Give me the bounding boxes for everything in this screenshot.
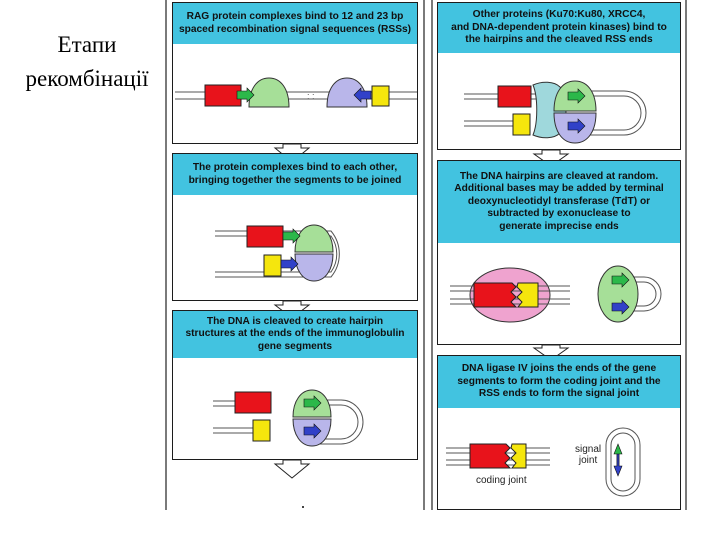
caption-line: the hairpins and the cleaved RSS ends <box>465 34 653 46</box>
caption-line: bringing together the segments to be joi… <box>188 174 402 186</box>
hairpin-cleavage-illustration <box>213 389 364 447</box>
caption-line: deoxynucleotidyl transferase (TdT) or <box>467 195 651 207</box>
caption-line: and DNA-dependent protein kinases) bind … <box>451 21 667 33</box>
other-proteins-illustration <box>464 80 647 144</box>
blue-arrow <box>567 118 586 134</box>
green-arrow <box>236 87 255 103</box>
yellow-gene-segment <box>371 85 390 107</box>
yellow-gene-segment <box>516 282 539 308</box>
rag-binding-illustration: : : <box>175 77 417 108</box>
caption-line: RSS ends to form the signal joint <box>478 388 640 400</box>
caption-line: generate imprecise ends <box>499 220 619 232</box>
signal-joint-loop-inner <box>610 432 636 492</box>
coding-joint-label: coding joint <box>476 475 527 486</box>
signal-joint-label-line: joint <box>578 455 598 466</box>
signal-joint-label-line: signal <box>575 444 602 455</box>
blue-arrow <box>303 423 322 439</box>
red-gene-segment <box>234 391 272 414</box>
green-arrow <box>282 228 301 244</box>
panel-other-proteins: Other proteins (Ku70:Ku80, XRCC4, and DN… <box>437 2 681 150</box>
panel-ligation: DNA ligase IV joins the ends of the gene… <box>437 355 681 510</box>
caption-line: structures at the ends of the immunoglob… <box>185 328 405 340</box>
caption-line: The DNA is cleaved to create hairpin <box>206 315 384 327</box>
caption-other-proteins: Other proteins (Ku70:Ku80, XRCC4, and DN… <box>438 3 680 53</box>
caption-hairpin-opening: The DNA hairpins are cleaved at random. … <box>438 161 680 243</box>
caption-line: gene segments <box>257 340 333 352</box>
green-arrow <box>567 88 586 104</box>
caption-line: subtracted by exonuclease to <box>487 208 631 220</box>
caption-line: DNA ligase IV joins the ends of the gene <box>461 363 657 375</box>
ligation-illustration <box>446 427 641 497</box>
stray-dot <box>302 506 304 508</box>
caption-line: The protein complexes bind to each other… <box>192 162 398 173</box>
coding-joint-red <box>469 443 512 469</box>
caption-line: The DNA hairpins are cleaved at random. <box>459 170 659 182</box>
green-arrow <box>611 272 630 288</box>
yellow-gene-segment <box>252 419 271 442</box>
caption-hairpin-cleavage: The DNA is cleaved to create hairpin str… <box>173 311 417 358</box>
complexes-join-illustration <box>215 224 340 282</box>
panel-hairpin-opening: The DNA hairpins are cleaved at random. … <box>437 160 681 345</box>
red-gene-segment <box>473 282 518 308</box>
caption-line: spaced recombination signal sequences (R… <box>178 23 412 35</box>
panel-complexes-join: The protein complexes bind to each other… <box>172 153 418 301</box>
yellow-gene-segment <box>512 113 531 136</box>
caption-ligation: DNA ligase IV joins the ends of the gene… <box>438 356 680 408</box>
blue-arrow <box>353 87 372 103</box>
slide-title-line-2: рекомбінації <box>25 66 149 91</box>
caption-line: Other proteins (Ku70:Ku80, XRCC4, <box>472 9 646 21</box>
hairpin-opening-illustration <box>450 265 662 323</box>
blue-arrow <box>280 256 299 272</box>
red-gene-segment <box>497 85 532 108</box>
caption-line: segments to form the coding joint and th… <box>457 375 661 387</box>
panel-hairpin-cleavage: The DNA is cleaved to create hairpin str… <box>172 310 418 460</box>
slide-title-line-1: Етапи <box>57 32 117 57</box>
coding-joint-yellow <box>510 443 527 469</box>
signal-joint-label: signal joint <box>575 444 601 466</box>
caption-line: Additional bases may be added by termina… <box>454 183 664 195</box>
caption-line: RAG protein complexes bind to 12 and 23 … <box>186 11 404 22</box>
blue-rag-complex <box>294 253 334 282</box>
caption-rag-binding: RAG protein complexes bind to 12 and 23 … <box>173 3 417 44</box>
blue-arrow <box>611 299 630 315</box>
blue-arrow <box>613 453 623 477</box>
green-arrow <box>303 395 322 411</box>
caption-complexes-join: The protein complexes bind to each other… <box>173 154 417 195</box>
signal-joint-loop-outer <box>605 427 641 497</box>
slide-title: Етапи рекомбінації <box>4 28 170 96</box>
ellipsis-mark: : : <box>307 91 315 101</box>
